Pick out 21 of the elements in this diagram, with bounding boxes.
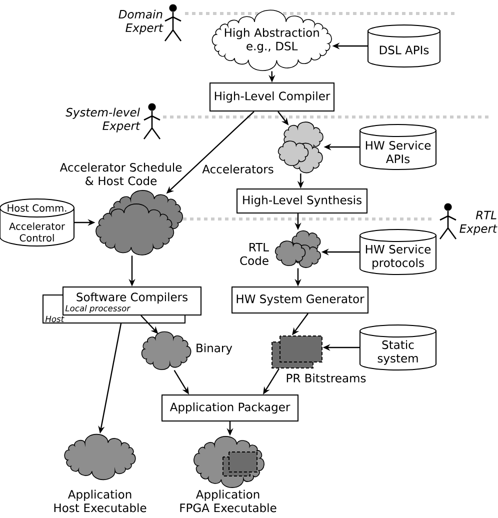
database-cylinder: HW Service protocols xyxy=(360,229,436,275)
cloud-label: Accelerators xyxy=(202,164,274,174)
block-label: PR Bitstreams xyxy=(286,374,366,382)
database-cylinder: DSL APIs xyxy=(368,24,440,68)
process-box: Software Compilers Local processor xyxy=(62,286,202,316)
process-box: Application Packager xyxy=(162,394,298,422)
process-box: High-Level Compiler xyxy=(210,82,334,112)
cloud-label: RTL Code xyxy=(240,242,269,266)
cloud-label: Binary xyxy=(196,343,232,355)
cloud-label: Application Host Executable xyxy=(54,490,146,512)
role-label: Domain Expert xyxy=(118,10,164,34)
process-box: HW System Generator xyxy=(232,286,368,314)
database-cylinder: HW Service APIs xyxy=(360,124,436,170)
process-box: High-Level Synthesis xyxy=(236,188,368,214)
cloud-label: Accelerator Schedule & Host Code xyxy=(60,162,182,186)
cloud: High Abstraction e.g., DSL xyxy=(212,10,332,71)
database-cylinder: Static system xyxy=(360,324,436,370)
cloud-label: Application FPGA Executable xyxy=(180,490,276,512)
role-label: RTL Expert xyxy=(460,210,498,236)
database-cylinder: Host Comm. Accelerator Control xyxy=(0,198,74,246)
role-label: System-level Expert xyxy=(66,108,140,132)
